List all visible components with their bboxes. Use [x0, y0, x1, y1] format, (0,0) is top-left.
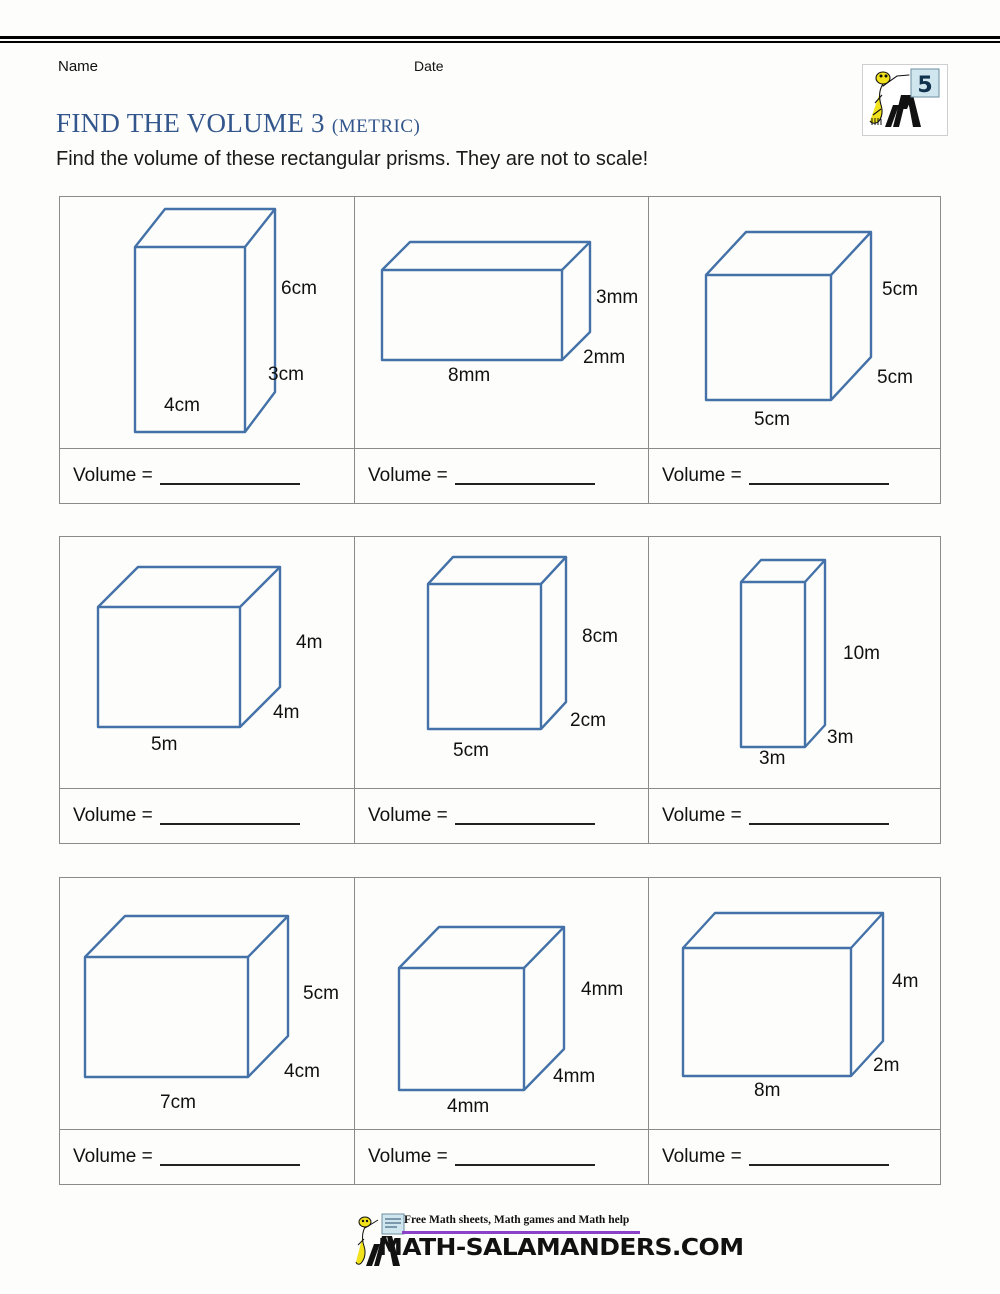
dim-depth-7: 4cm — [284, 1061, 320, 1082]
dim-depth-9: 2m — [873, 1055, 900, 1076]
volume-blank-2[interactable] — [454, 468, 595, 485]
problem-cell-6: 10m 3m 3m — [648, 537, 942, 788]
answer-cell-4[interactable]: Volume = — [60, 789, 354, 843]
logo-grade-number: 5 — [917, 73, 932, 98]
answer-cell-3[interactable]: Volume = — [648, 449, 942, 503]
volume-blank-9[interactable] — [748, 1149, 889, 1166]
name-label: Name — [58, 58, 99, 75]
page-top-rule-thin — [0, 41, 1000, 43]
dim-width-4: 5m — [151, 734, 178, 755]
answer-cell-8[interactable]: Volume = — [354, 1130, 648, 1184]
worksheet-header: Name Date — [0, 58, 1000, 82]
dim-width-3: 5cm — [754, 409, 790, 430]
dim-width-8: 4mm — [447, 1096, 490, 1117]
dim-height-8: 4mm — [581, 979, 624, 1000]
dim-width-9: 8m — [754, 1080, 781, 1101]
volume-label-3: Volume = — [662, 465, 742, 486]
footer-tagline: Free Math sheets, Math games and Math he… — [404, 1214, 630, 1226]
dim-depth-8: 4mm — [553, 1066, 596, 1087]
problem-cell-7: 5cm 4cm 7cm — [60, 878, 354, 1129]
volume-blank-6[interactable] — [748, 808, 889, 825]
prism-figure-2: 3mm 2mm 8mm — [355, 197, 648, 448]
problem-cell-4: 4m 4m 5m — [60, 537, 354, 788]
page-title-metric: (METRIC) — [331, 116, 421, 137]
dim-width-7: 7cm — [160, 1092, 196, 1113]
page-title-main: FIND THE VOLUME 3 — [56, 108, 325, 138]
volume-label-2: Volume = — [368, 465, 448, 486]
prism-figure-6: 10m 3m 3m — [649, 537, 942, 788]
volume-blank-8[interactable] — [454, 1149, 595, 1166]
dim-depth-5: 2cm — [570, 710, 606, 731]
volume-blank-4[interactable] — [159, 808, 300, 825]
problem-grid-row-3: 5cm 4cm 7cm 4mm 4mm 4mm — [59, 877, 941, 1185]
volume-label-5: Volume = — [368, 805, 448, 826]
dim-depth-6: 3m — [827, 727, 854, 748]
date-label: Date — [414, 58, 444, 74]
dim-height-2: 3mm — [596, 287, 639, 308]
volume-blank-7[interactable] — [159, 1149, 300, 1166]
dim-height-1: 6cm — [281, 278, 317, 299]
dim-depth-4: 4m — [273, 702, 300, 723]
page-top-rule-thick — [0, 36, 1000, 39]
answer-cell-1[interactable]: Volume = — [60, 449, 354, 503]
volume-label-6: Volume = — [662, 805, 742, 826]
footer-salamander-logo — [355, 1213, 405, 1266]
problem-cell-8: 4mm 4mm 4mm — [354, 878, 648, 1129]
dim-depth-2: 2mm — [583, 347, 626, 368]
dim-depth-3: 5cm — [877, 367, 913, 388]
problem-grid-row-1: 6cm 3cm 4cm 3mm 2mm 8mm — [59, 196, 941, 504]
volume-label-4: Volume = — [73, 805, 153, 826]
dim-height-9: 4m — [892, 971, 919, 992]
answer-cell-5[interactable]: Volume = — [354, 789, 648, 843]
figure-row: 6cm 3cm 4cm 3mm 2mm 8mm — [60, 197, 940, 448]
figure-row: 4m 4m 5m 8cm 2cm 5cm — [60, 537, 940, 788]
dim-width-6: 3m — [759, 748, 786, 769]
dim-width-2: 8mm — [448, 365, 491, 386]
site-footer[interactable]: Free Math sheets, Math games and Math he… — [352, 1212, 744, 1274]
problem-cell-3: 5cm 5cm 5cm — [648, 197, 942, 448]
footer-underline — [402, 1231, 640, 1234]
prism-figure-9: 4m 2m 8m — [649, 878, 942, 1129]
dim-depth-1: 3cm — [268, 364, 304, 385]
answer-row: Volume = Volume = Volume = — [60, 1129, 940, 1184]
problem-cell-2: 3mm 2mm 8mm — [354, 197, 648, 448]
math-salamanders-grade-logo: 5 — [862, 64, 948, 136]
volume-blank-5[interactable] — [454, 808, 595, 825]
prism-figure-5: 8cm 2cm 5cm — [355, 537, 648, 788]
prism-figure-1: 6cm 3cm 4cm — [60, 197, 354, 448]
dim-height-7: 5cm — [303, 983, 339, 1004]
volume-label-7: Volume = — [73, 1146, 153, 1167]
page-subtitle: Find the volume of these rectangular pri… — [56, 148, 649, 170]
problem-cell-5: 8cm 2cm 5cm — [354, 537, 648, 788]
volume-blank-1[interactable] — [159, 468, 300, 485]
prism-figure-3: 5cm 5cm 5cm — [649, 197, 942, 448]
answer-row: Volume = Volume = Volume = — [60, 448, 940, 503]
figure-row: 5cm 4cm 7cm 4mm 4mm 4mm — [60, 878, 940, 1129]
dim-height-5: 8cm — [582, 626, 618, 647]
volume-blank-3[interactable] — [748, 468, 889, 485]
problem-grid-row-2: 4m 4m 5m 8cm 2cm 5cm — [59, 536, 941, 844]
prism-figure-8: 4mm 4mm 4mm — [355, 878, 648, 1129]
page-title: FIND THE VOLUME 3 (METRIC) — [56, 108, 420, 139]
dim-width-5: 5cm — [453, 740, 489, 761]
answer-cell-6[interactable]: Volume = — [648, 789, 942, 843]
answer-cell-2[interactable]: Volume = — [354, 449, 648, 503]
answer-cell-7[interactable]: Volume = — [60, 1130, 354, 1184]
volume-label-8: Volume = — [368, 1146, 448, 1167]
dim-width-1: 4cm — [164, 395, 200, 416]
answer-row: Volume = Volume = Volume = — [60, 788, 940, 843]
problem-cell-9: 4m 2m 8m — [648, 878, 942, 1129]
prism-figure-4: 4m 4m 5m — [60, 537, 354, 788]
volume-label-1: Volume = — [73, 465, 153, 486]
footer-domain-link[interactable]: MATH-SALAMANDERS.COM — [378, 1234, 744, 1261]
answer-cell-9[interactable]: Volume = — [648, 1130, 942, 1184]
dim-height-6: 10m — [843, 643, 880, 664]
problem-cell-1: 6cm 3cm 4cm — [60, 197, 354, 448]
prism-figure-7: 5cm 4cm 7cm — [60, 878, 354, 1129]
volume-label-9: Volume = — [662, 1146, 742, 1167]
dim-height-4: 4m — [296, 632, 323, 653]
dim-height-3: 5cm — [882, 279, 918, 300]
